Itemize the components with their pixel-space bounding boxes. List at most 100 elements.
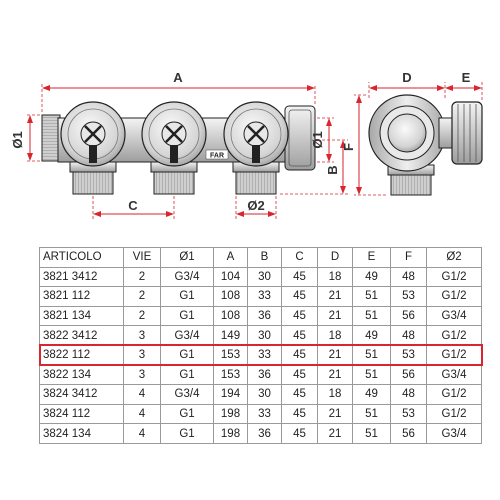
header-phi1: Ø1: [160, 247, 214, 268]
cell-d: 21: [317, 305, 353, 327]
cell-d: 21: [317, 344, 353, 366]
cell-d: 18: [317, 384, 353, 405]
cell-phi2: G3/4: [426, 364, 482, 386]
outlet-3: [232, 161, 280, 195]
outlet-1: [69, 161, 117, 195]
cell-phi2: G1/2: [426, 286, 482, 307]
cell-e: 51: [352, 364, 391, 386]
cell-articolo: 3822 3412: [39, 325, 124, 346]
cell-vie: 4: [123, 384, 161, 405]
cell-d: 21: [317, 423, 353, 444]
dim-label-f: F: [341, 143, 356, 151]
cell-b: 33: [247, 344, 282, 366]
cell-c: 45: [281, 423, 318, 444]
cell-d: 21: [317, 403, 353, 425]
cell-phi1: G1: [160, 423, 214, 444]
cell-f: 48: [390, 384, 427, 405]
cell-vie: 4: [123, 403, 161, 425]
dim-label-b: B: [325, 165, 340, 174]
cell-c: 45: [281, 344, 318, 366]
front-view: FAR: [41, 101, 316, 195]
cell-vie: 3: [123, 325, 161, 346]
valve-knob-3: [223, 101, 289, 167]
cell-e: 49: [352, 384, 391, 405]
header-a: A: [213, 247, 248, 268]
cell-f: 56: [390, 423, 427, 444]
cell-vie: 2: [123, 305, 161, 327]
valve-knob-1: [60, 101, 126, 167]
technical-drawing: FAR A Ø1 Ø1 B C: [10, 70, 483, 220]
cell-f: 56: [390, 305, 427, 327]
cell-articolo: 3824 3412: [39, 384, 124, 405]
cell-b: 33: [247, 286, 282, 307]
cell-vie: 4: [123, 423, 161, 444]
cell-articolo: 3821 3412: [39, 266, 124, 288]
side-view: [368, 94, 483, 196]
cell-vie: 3: [123, 364, 161, 386]
dim-label-c: C: [128, 198, 138, 213]
cell-phi1: G1: [160, 364, 214, 386]
cell-e: 51: [352, 403, 391, 425]
dimension-b: B: [280, 139, 348, 195]
dim-label-e: E: [462, 70, 471, 85]
cell-e: 49: [352, 266, 391, 288]
cell-c: 45: [281, 403, 318, 425]
header-vie: VIE: [123, 247, 161, 268]
cell-a: 198: [213, 423, 248, 444]
cell-phi2: G1/2: [426, 266, 482, 288]
cell-d: 21: [317, 286, 353, 307]
left-thread-end: [41, 114, 61, 162]
cell-b: 36: [247, 423, 282, 444]
cell-articolo: 3824 112: [39, 403, 124, 425]
cell-a: 104: [213, 266, 248, 288]
cell-a: 153: [213, 344, 248, 366]
cell-d: 21: [317, 364, 353, 386]
dimension-f: F: [341, 94, 386, 196]
cell-d: 18: [317, 325, 353, 346]
cell-phi1: G1: [160, 286, 214, 307]
cell-a: 194: [213, 384, 248, 405]
cell-a: 149: [213, 325, 248, 346]
header-f: F: [390, 247, 427, 268]
cell-articolo: 3821 112: [39, 286, 124, 307]
cell-b: 33: [247, 403, 282, 425]
cell-phi1: G1: [160, 344, 214, 366]
cell-articolo: 3821 134: [39, 305, 124, 327]
cell-phi1: G1: [160, 305, 214, 327]
valve-knob-2: [141, 101, 207, 167]
cell-phi2: G3/4: [426, 305, 482, 327]
header-d: D: [317, 247, 353, 268]
dimension-e: E: [445, 70, 483, 100]
cell-f: 53: [390, 344, 427, 366]
cell-b: 36: [247, 305, 282, 327]
cell-f: 53: [390, 403, 427, 425]
cell-vie: 3: [123, 344, 161, 366]
cell-c: 45: [281, 305, 318, 327]
dimension-phi2: Ø2: [235, 196, 277, 220]
dimension-c: C: [92, 196, 175, 220]
cell-phi2: G1/2: [426, 344, 482, 366]
cell-phi2: G1/2: [426, 325, 482, 346]
header-articolo: ARTICOLO: [39, 247, 124, 268]
cell-f: 53: [390, 286, 427, 307]
cell-c: 45: [281, 364, 318, 386]
table-header-row: ARTICOLO VIE Ø1 A B C D E F Ø2: [39, 247, 482, 268]
cell-a: 108: [213, 305, 248, 327]
cell-d: 18: [317, 266, 353, 288]
dim-label-phi1-left: Ø1: [10, 131, 25, 148]
header-c: C: [281, 247, 318, 268]
cell-f: 48: [390, 325, 427, 346]
cell-phi1: G1: [160, 403, 214, 425]
cell-vie: 2: [123, 266, 161, 288]
dim-label-d: D: [402, 70, 411, 85]
cell-b: 30: [247, 384, 282, 405]
dimension-phi1-left: Ø1: [10, 114, 40, 162]
cell-c: 45: [281, 286, 318, 307]
cell-e: 51: [352, 305, 391, 327]
